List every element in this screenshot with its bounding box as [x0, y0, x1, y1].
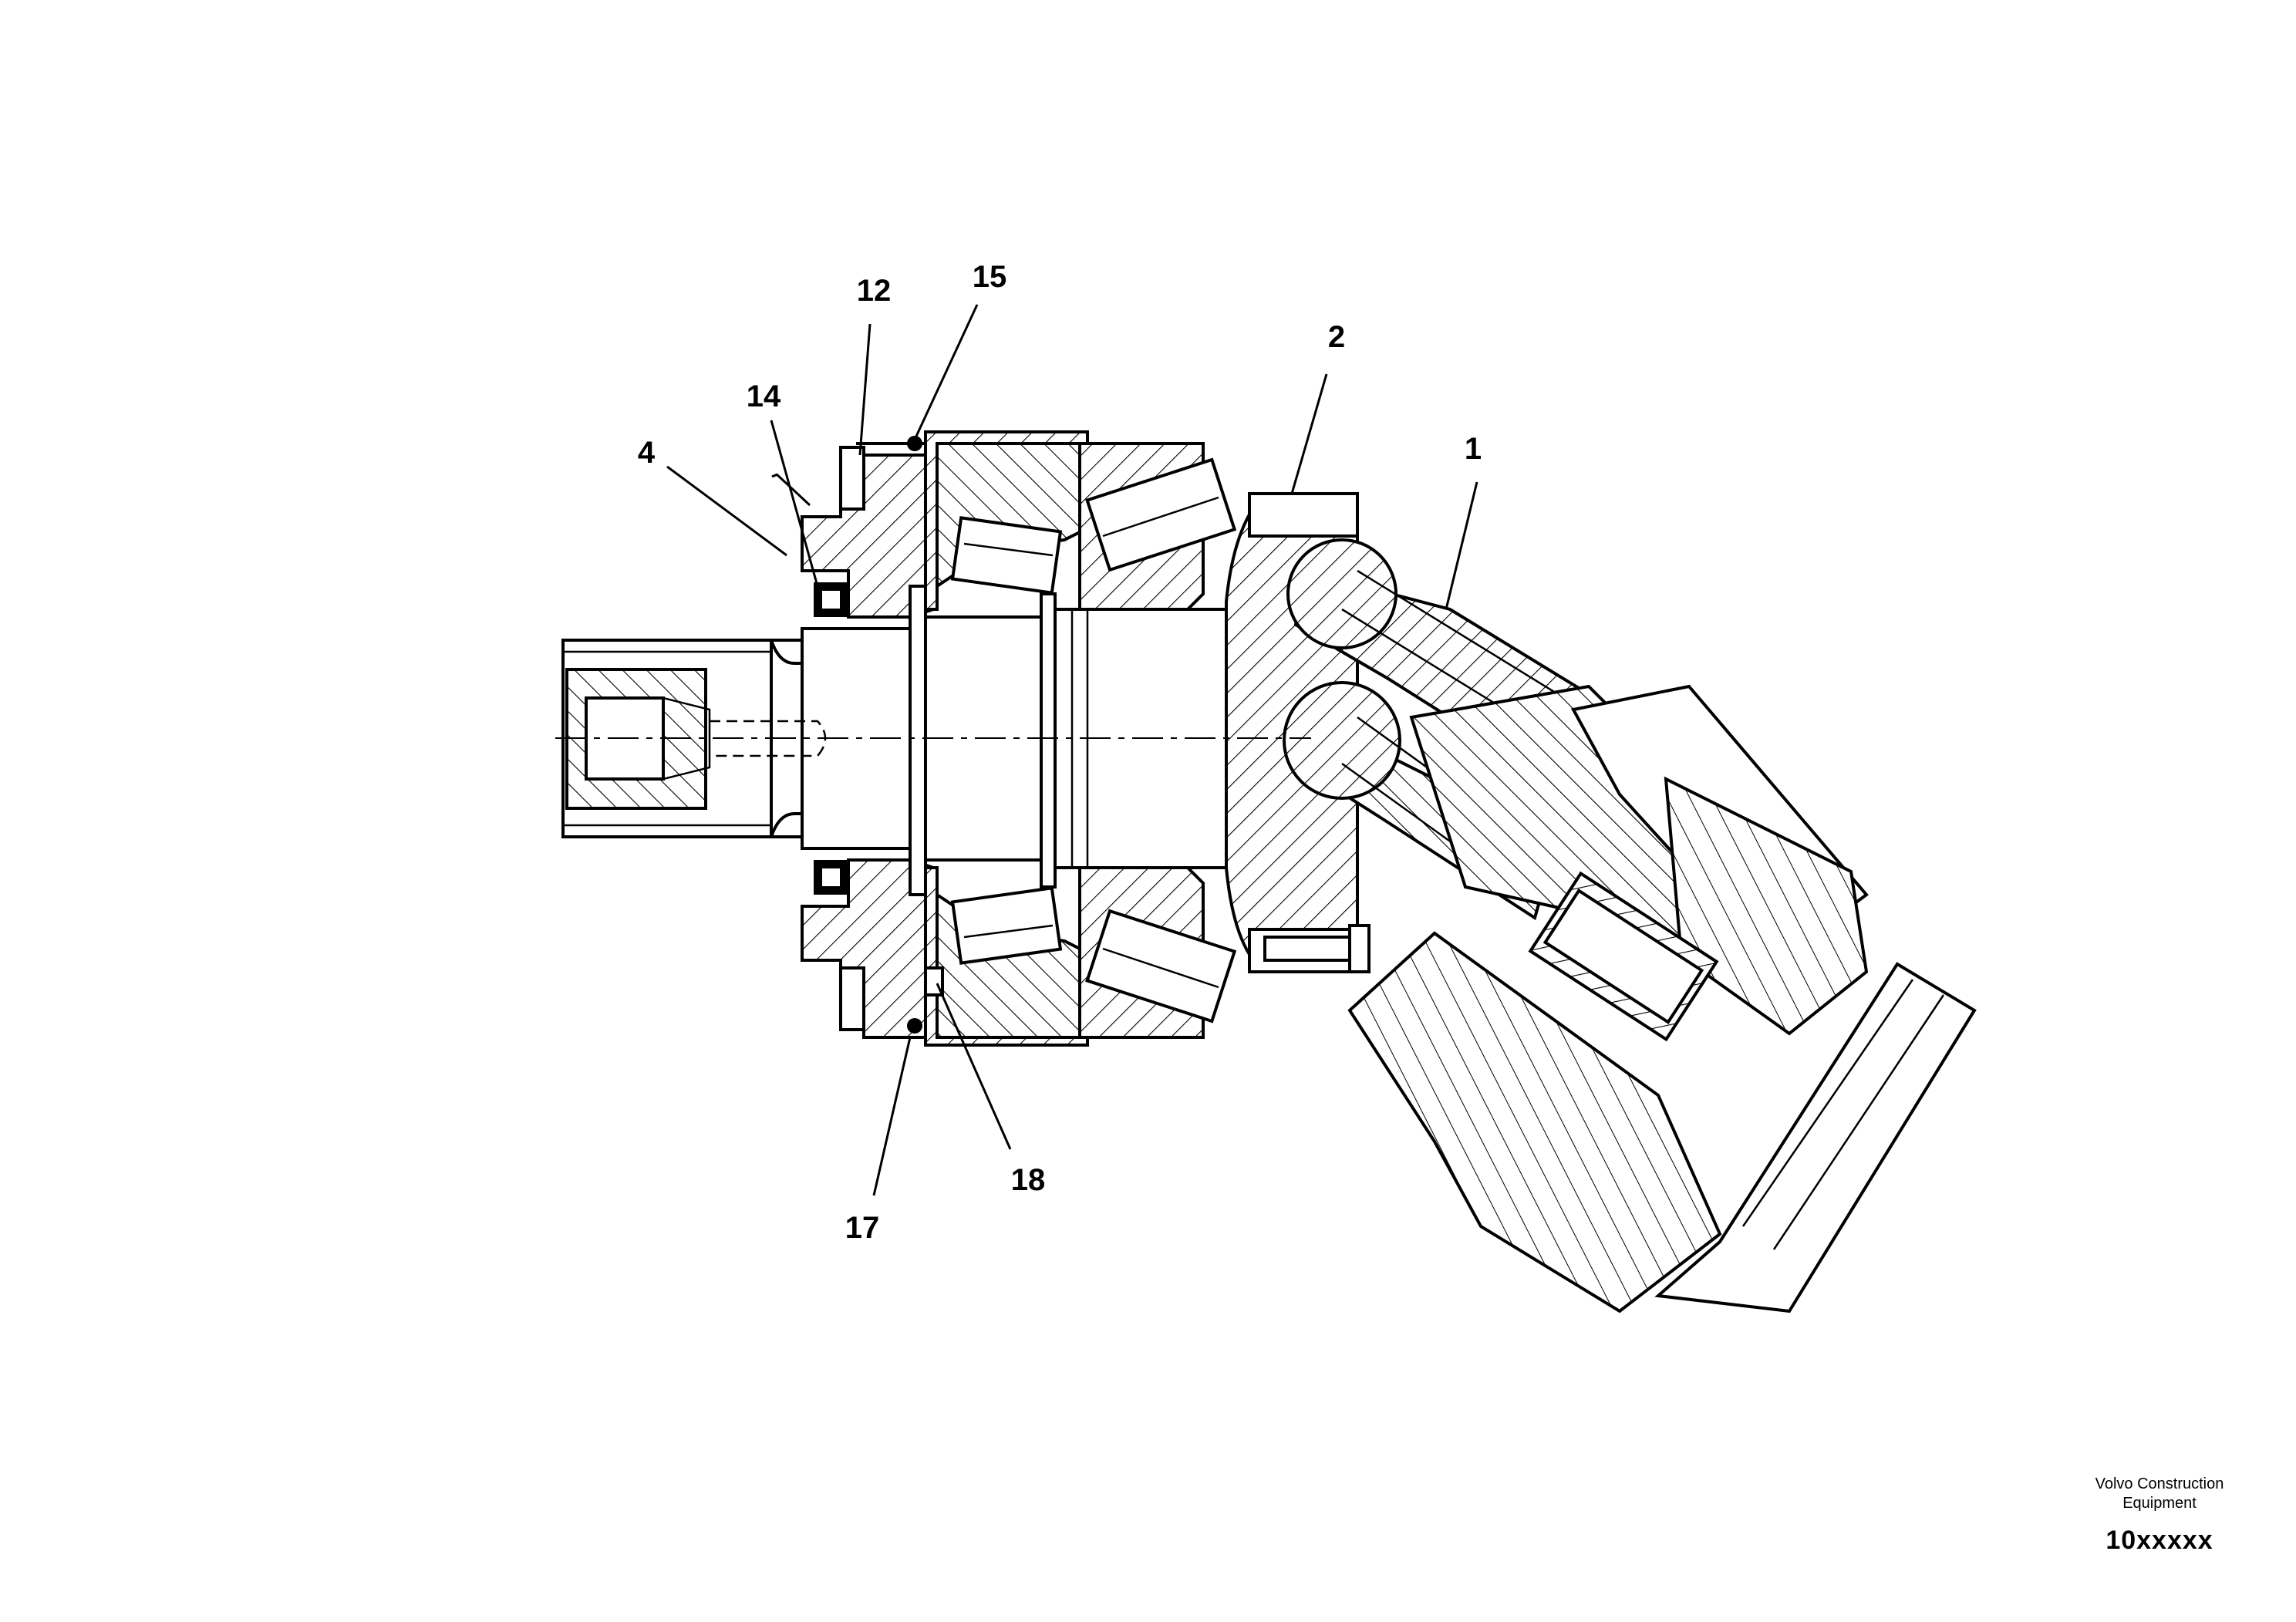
- callout-12: 12: [857, 274, 892, 308]
- shaft-body: [801, 608, 1251, 869]
- rear-cover: [1347, 931, 1977, 1313]
- drawing-code: 10xxxxx: [2106, 1526, 2213, 1555]
- taper-roller-bearing-front: [950, 516, 1063, 965]
- retaining-ring: [909, 585, 1057, 996]
- callout-2: 2: [1328, 320, 1345, 354]
- brand-line-1: Volvo Construction: [2095, 1475, 2224, 1492]
- callout-18: 18: [1011, 1163, 1046, 1197]
- title-block: Volvo Construction Equipment 10xxxxx: [2044, 1475, 2275, 1556]
- shaft-seal: [814, 582, 848, 895]
- taper-roller-bearing-rear: [1085, 457, 1237, 1023]
- brand-line-2: Equipment: [2122, 1495, 2197, 1512]
- cylinder-block: [1409, 684, 1869, 1042]
- callout-1: 1: [1465, 432, 1482, 466]
- callout-14: 14: [747, 379, 781, 413]
- callout-15: 15: [973, 260, 1007, 294]
- hidden-bore-line: [710, 720, 827, 757]
- o-rings: [907, 436, 922, 1034]
- leader-lines: [666, 304, 1478, 1196]
- bolt: [1263, 924, 1371, 973]
- callout-4: 4: [638, 436, 656, 470]
- callout-17: 17: [845, 1211, 880, 1245]
